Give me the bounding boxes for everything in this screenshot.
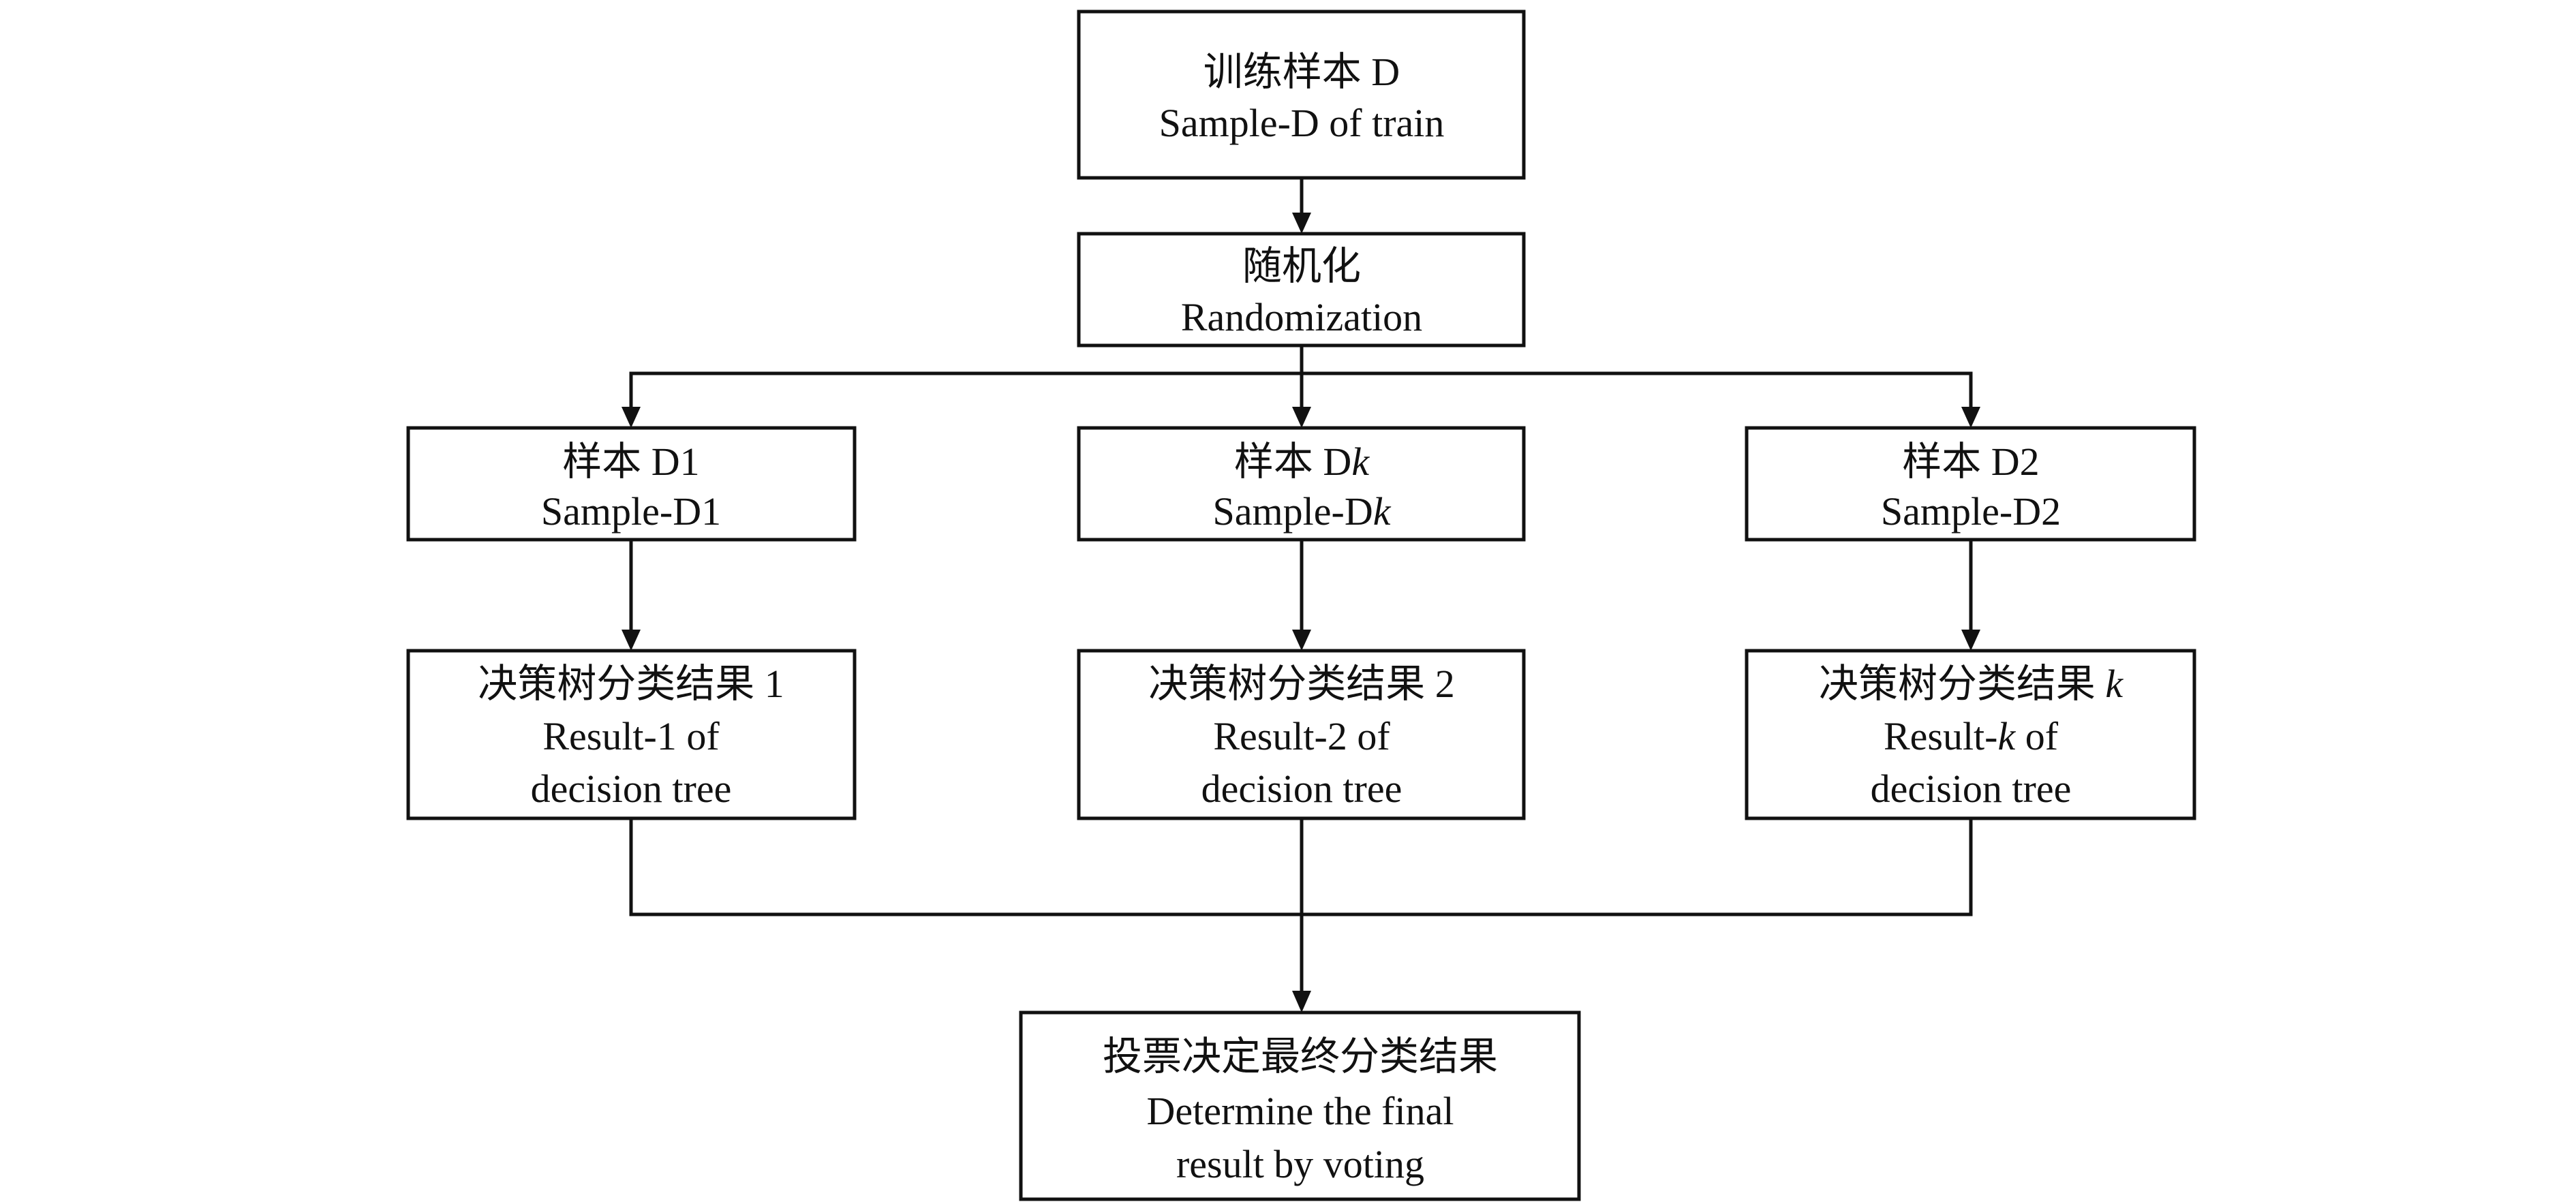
node-result-1: 决策树分类结果 1 Result-1 of decision tree <box>406 649 857 820</box>
arrowhead-icon <box>1292 407 1311 428</box>
node-label-zh: 决策树分类结果 2 <box>1148 662 1455 706</box>
node-label-en-1: Determine the final <box>1147 1089 1454 1133</box>
node-label-en: Sample-D of train <box>1159 101 1445 145</box>
node-label-en: Sample-D1 <box>541 489 721 534</box>
arrowhead-icon <box>622 630 641 651</box>
arrowhead-icon <box>622 407 641 428</box>
node-label-en: Sample-D2 <box>1881 489 2061 534</box>
node-label-en: Randomization <box>1181 295 1422 339</box>
node-label-zh: 随机化 <box>1242 244 1361 288</box>
node-label-en-1: Result-k of <box>1884 714 2059 758</box>
connectors <box>622 178 1980 1013</box>
node-label-zh: 决策树分类结果 k <box>1819 662 2124 706</box>
node-label-en-1: Result-2 of <box>1213 714 1390 758</box>
node-label-zh: 训练样本 D <box>1203 50 1400 94</box>
node-sample-d1: 样本 D1 Sample-D1 <box>406 426 857 542</box>
node-label-en-2: decision tree <box>1871 767 2072 811</box>
node-label-zh: 投票决定最终分类结果 <box>1103 1034 1498 1079</box>
node-training-sample: 训练样本 D Sample-D of train <box>1077 10 1526 180</box>
edge-split-bar <box>629 371 1973 411</box>
node-label-en-1: Result-1 of <box>542 714 720 758</box>
arrowhead-icon <box>1292 213 1311 234</box>
arrowhead-icon <box>1292 991 1311 1013</box>
node-result-2: 决策树分类结果 2 Result-2 of decision tree <box>1077 649 1526 820</box>
node-label-en: Sample-Dk <box>1213 489 1392 534</box>
node-label-en-2: decision tree <box>531 767 732 811</box>
node-sample-d2: 样本 D2 Sample-D2 <box>1745 426 2196 542</box>
node-sample-dk: 样本 Dk Sample-Dk <box>1077 426 1526 542</box>
node-label-zh: 样本 Dk <box>1234 439 1370 484</box>
arrowhead-icon <box>1961 407 1980 428</box>
node-label-en-2: result by voting <box>1176 1142 1424 1186</box>
node-label-en-2: decision tree <box>1201 767 1402 811</box>
arrowhead-icon <box>1961 630 1980 651</box>
node-result-k: 决策树分类结果 k Result-k of decision tree <box>1745 649 2196 820</box>
node-label-zh: 样本 D1 <box>562 439 699 484</box>
node-label-zh: 决策树分类结果 1 <box>478 662 784 706</box>
node-randomization: 随机化 Randomization <box>1077 232 1526 348</box>
node-label-zh: 样本 D2 <box>1902 439 2039 484</box>
arrowhead-icon <box>1292 630 1311 651</box>
node-final-vote: 投票决定最终分类结果 Determine the final result by… <box>1019 1010 1581 1201</box>
